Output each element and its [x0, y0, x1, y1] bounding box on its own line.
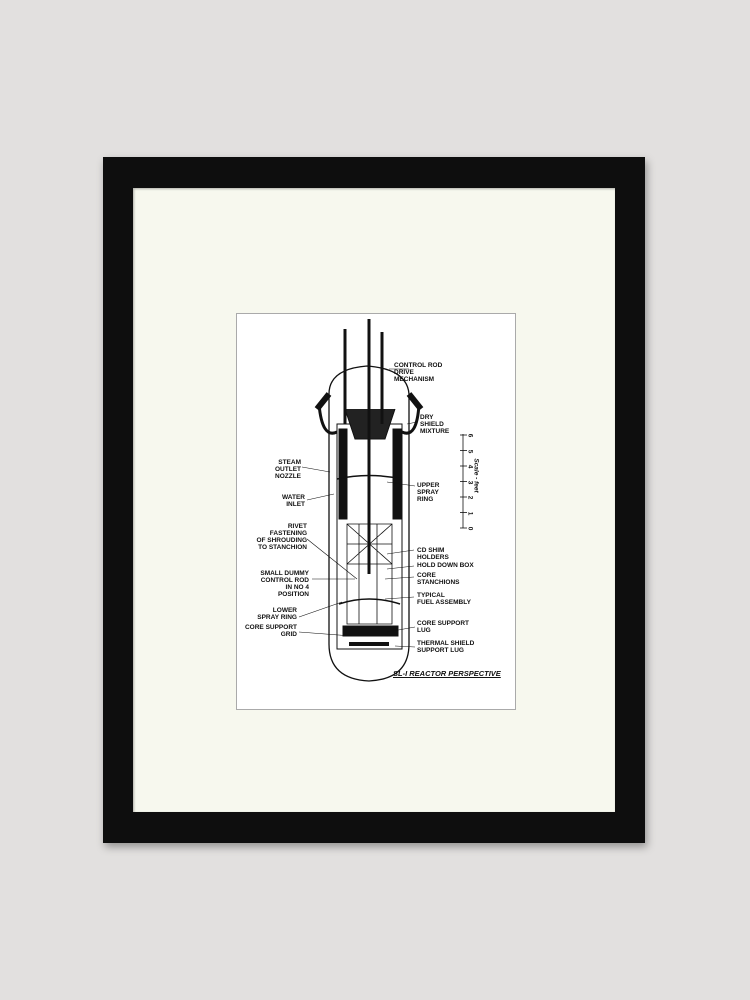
- label-dummy-rod: SMALL DUMMY CONTROL ROD IN No 4 POSITION: [260, 570, 309, 598]
- label-control-rod: CONTROL ROD DRIVE MECHANISM: [394, 362, 443, 383]
- label-upper-spray: UPPER SPRAY RING: [417, 482, 440, 503]
- label-rivet: RIVET FASTENING OF SHROUDING TO STANCHIO…: [256, 523, 307, 551]
- drawing-title: SL-I REACTOR PERSPECTIVE: [393, 669, 501, 678]
- label-hold-down: HOLD DOWN BOX: [417, 562, 474, 569]
- scale-tick-label: 5: [466, 449, 474, 453]
- art-print: CONTROL ROD DRIVE MECHANISM DRY SHIELD M…: [236, 313, 516, 710]
- label-fuel-assembly: TYPICAL FUEL ASSEMBLY: [417, 592, 471, 606]
- label-thermal-lug: THERMAL SHIELD SUPPORT LUG: [417, 640, 475, 654]
- label-dry-shield: DRY SHIELD MIXTURE: [420, 414, 450, 435]
- scale-label: Scale - feet: [472, 458, 480, 493]
- label-water-inlet: WATER INLET: [282, 494, 305, 508]
- scale-tick-label: 6: [466, 433, 474, 438]
- label-steam-outlet: STEAM OUTLET NOZZLE: [275, 459, 301, 480]
- scale-tick-label: 2: [466, 495, 474, 500]
- scale-tick-label: 1: [466, 511, 474, 515]
- reactor-drawing: [298, 319, 424, 682]
- label-core-grid: CORE SUPPORT GRID: [244, 624, 297, 638]
- label-core-lug: CORE SUPPORT LUG: [417, 620, 470, 634]
- label-lower-spray: LOWER SPRAY RING: [257, 607, 297, 621]
- label-cd-shim: Cd SHIM HOLDERS: [417, 547, 449, 561]
- scale-tick-label: 0: [466, 526, 474, 531]
- label-core-stanchions: CORE STANCHIONS: [417, 572, 460, 586]
